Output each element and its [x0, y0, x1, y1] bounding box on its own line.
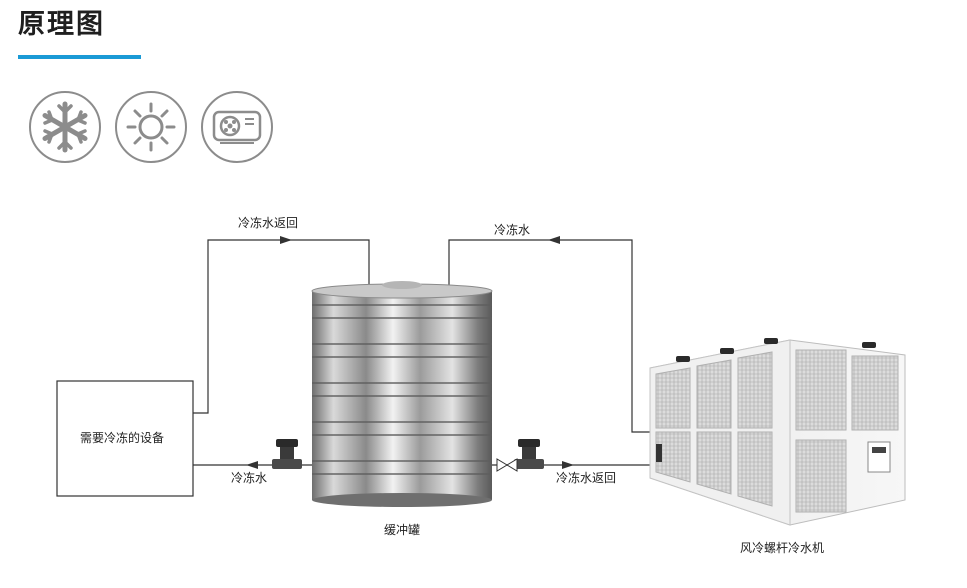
snowflake-icon: [28, 90, 102, 164]
pump-right: [514, 439, 544, 469]
title-underline: [18, 55, 141, 59]
air-cooled-screw-chiller: [649, 338, 906, 526]
arrow-left-top-right: [548, 236, 560, 244]
air-conditioner-unit-icon: [200, 90, 274, 164]
valve: [496, 458, 518, 472]
page-title: 原理图: [18, 9, 105, 40]
pump-left: [272, 439, 302, 469]
arrow-right-top-left: [280, 236, 292, 244]
buffer-tank: [311, 281, 493, 507]
flow-arrows: [246, 236, 574, 469]
label-equipment: 需要冷冻的设备: [80, 430, 164, 445]
return-pipe-top-left: [193, 239, 370, 414]
equipment-box: [56, 380, 194, 497]
label-buffer-tank: 缓冲罐: [384, 522, 420, 537]
sun-icon: [114, 90, 188, 164]
label-frozen-water-return-top: 冷冻水返回: [238, 215, 298, 230]
arrow-right-bottom-right: [562, 461, 574, 469]
label-frozen-water-bottom: 冷冻水: [231, 470, 267, 485]
arrow-left-bottom-left: [246, 461, 258, 469]
label-frozen-water-return-bottom: 冷冻水返回: [556, 470, 616, 485]
label-frozen-water-top: 冷冻水: [494, 222, 530, 237]
label-chiller: 风冷螺杆冷水机: [740, 541, 824, 555]
supply-pipe-top-right: [448, 239, 660, 433]
